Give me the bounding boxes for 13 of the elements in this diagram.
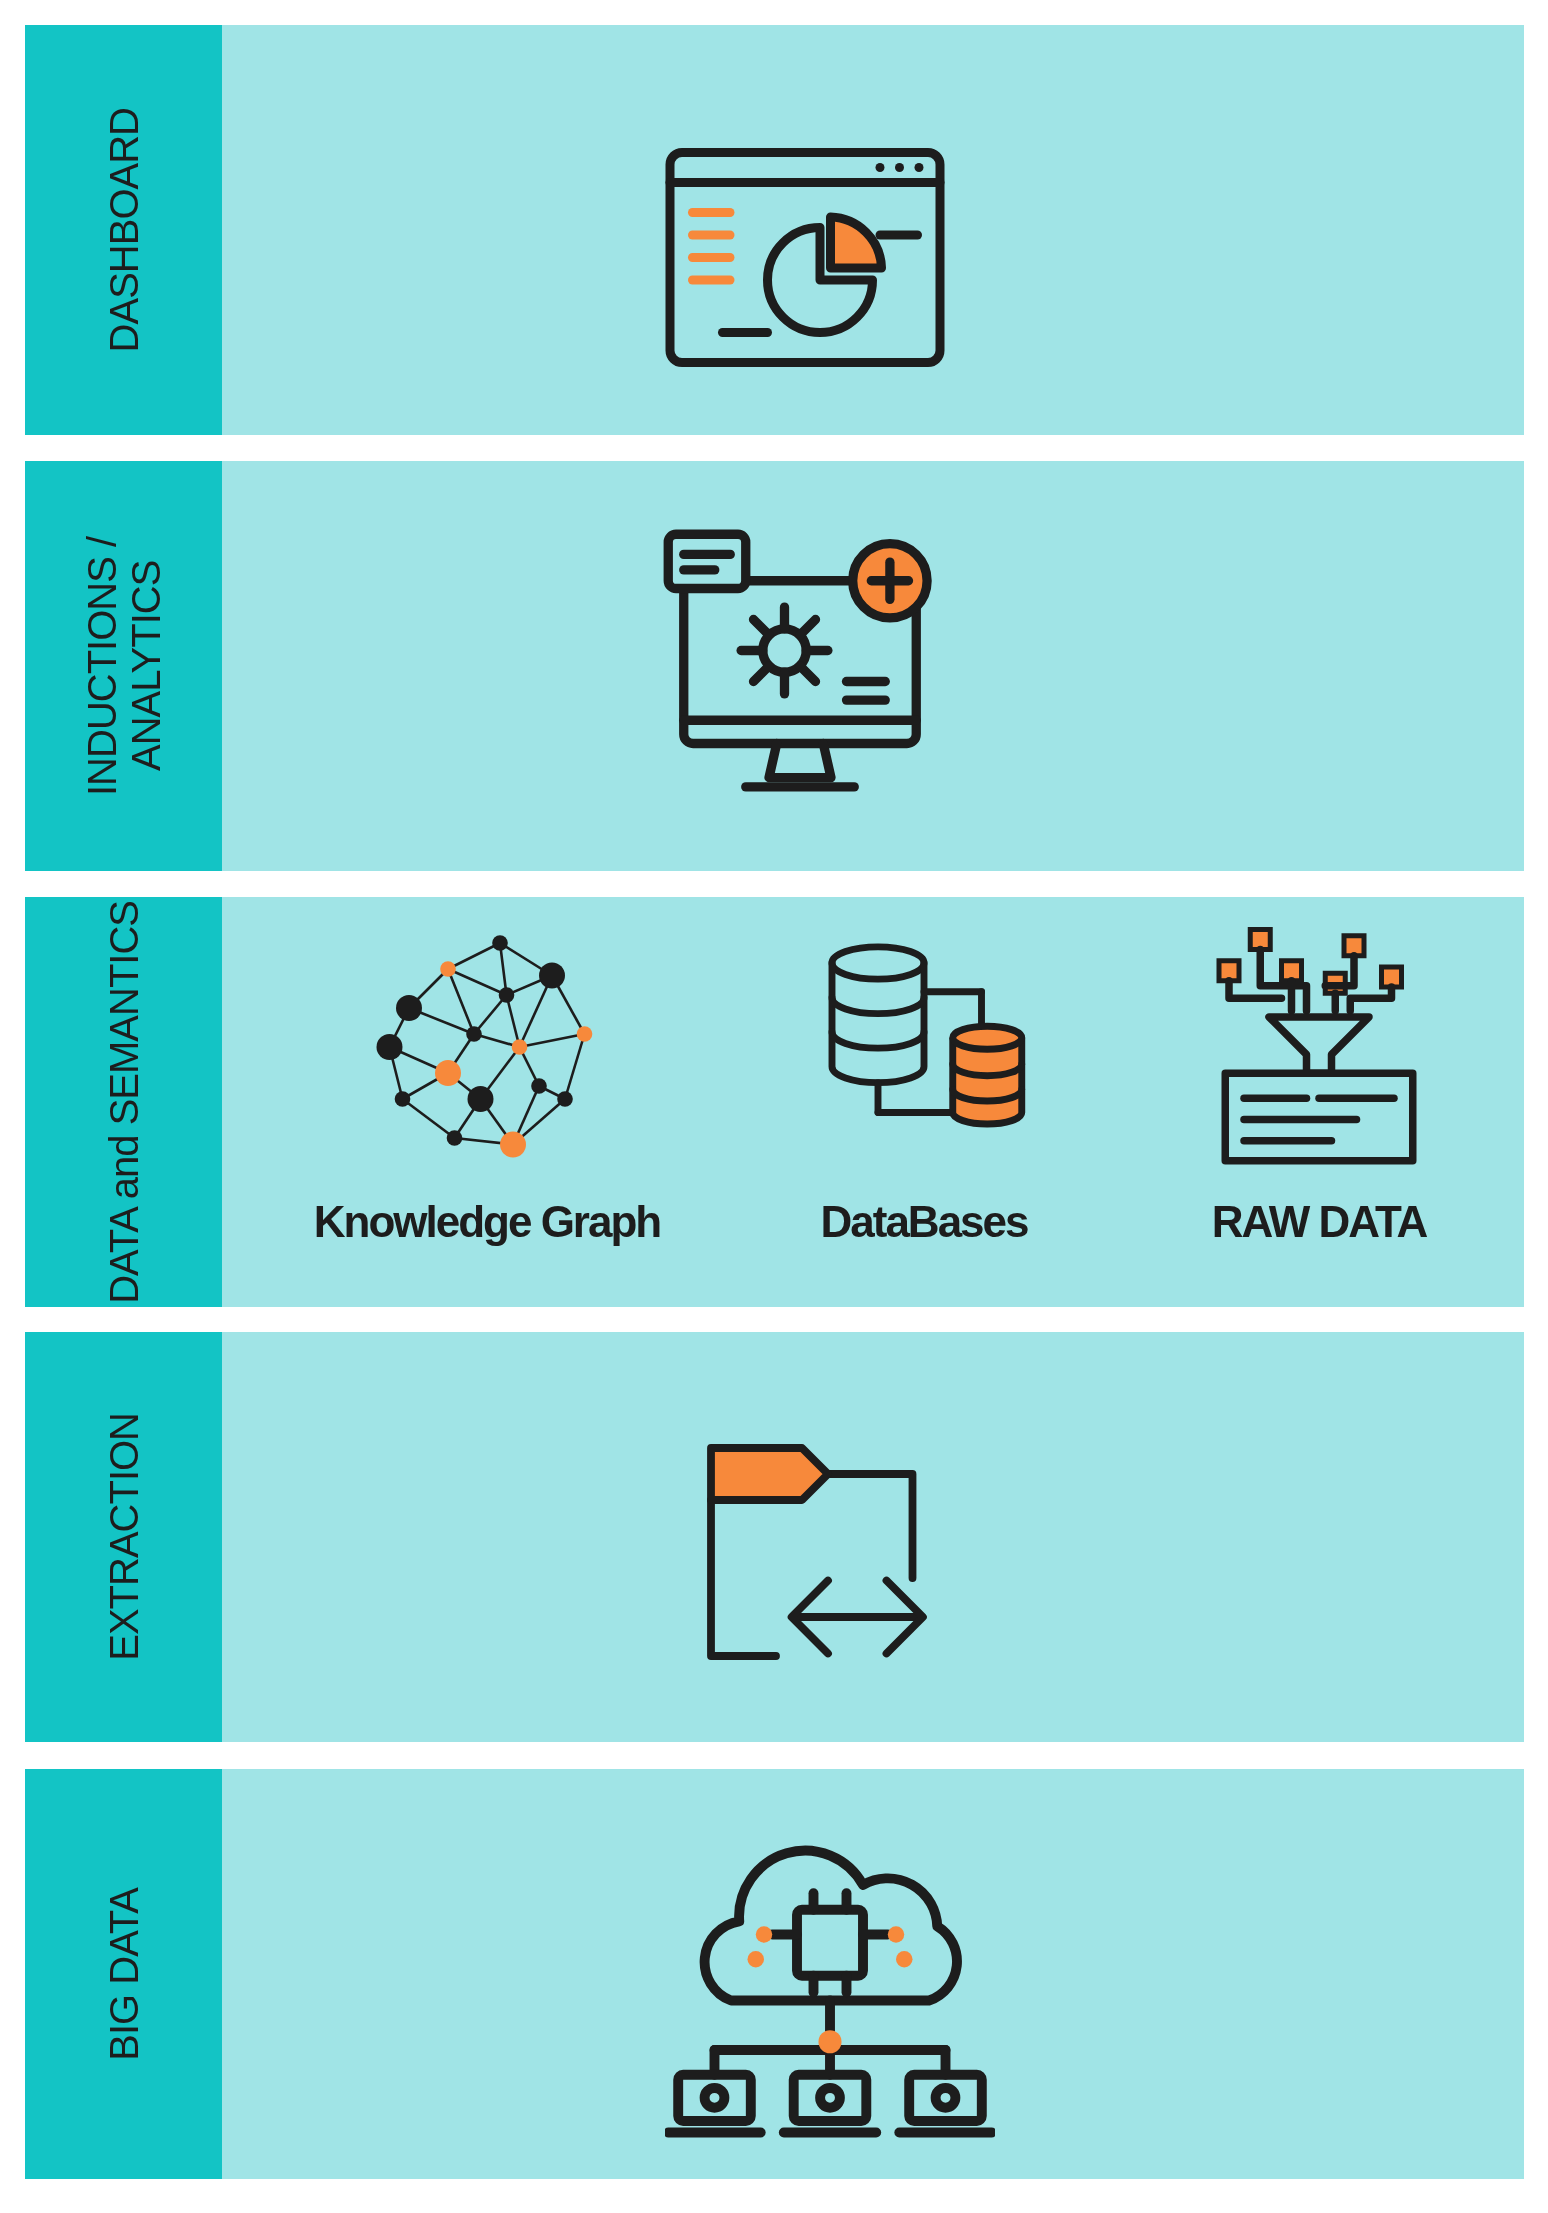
layer-title: INDUCTIONS / ANALYTICS bbox=[79, 535, 168, 798]
layer-title: BIG DATA bbox=[101, 1887, 146, 2061]
layer-band bbox=[25, 25, 1524, 435]
layer-title: EXTRACTION bbox=[101, 1413, 146, 1661]
layer-title: DASHBOARD bbox=[101, 107, 146, 353]
icon-caption: RAW DATA bbox=[1210, 1197, 1428, 1247]
layer-band bbox=[25, 1332, 1524, 1742]
layer-title: DATA and SEMANTICS bbox=[101, 900, 146, 1304]
layer-band bbox=[25, 1769, 1524, 2179]
layer-band bbox=[25, 897, 1524, 1307]
icon-caption: DataBases bbox=[819, 1197, 1029, 1247]
layer-band bbox=[25, 461, 1524, 871]
icon-caption: Knowledge Graph bbox=[312, 1197, 662, 1247]
